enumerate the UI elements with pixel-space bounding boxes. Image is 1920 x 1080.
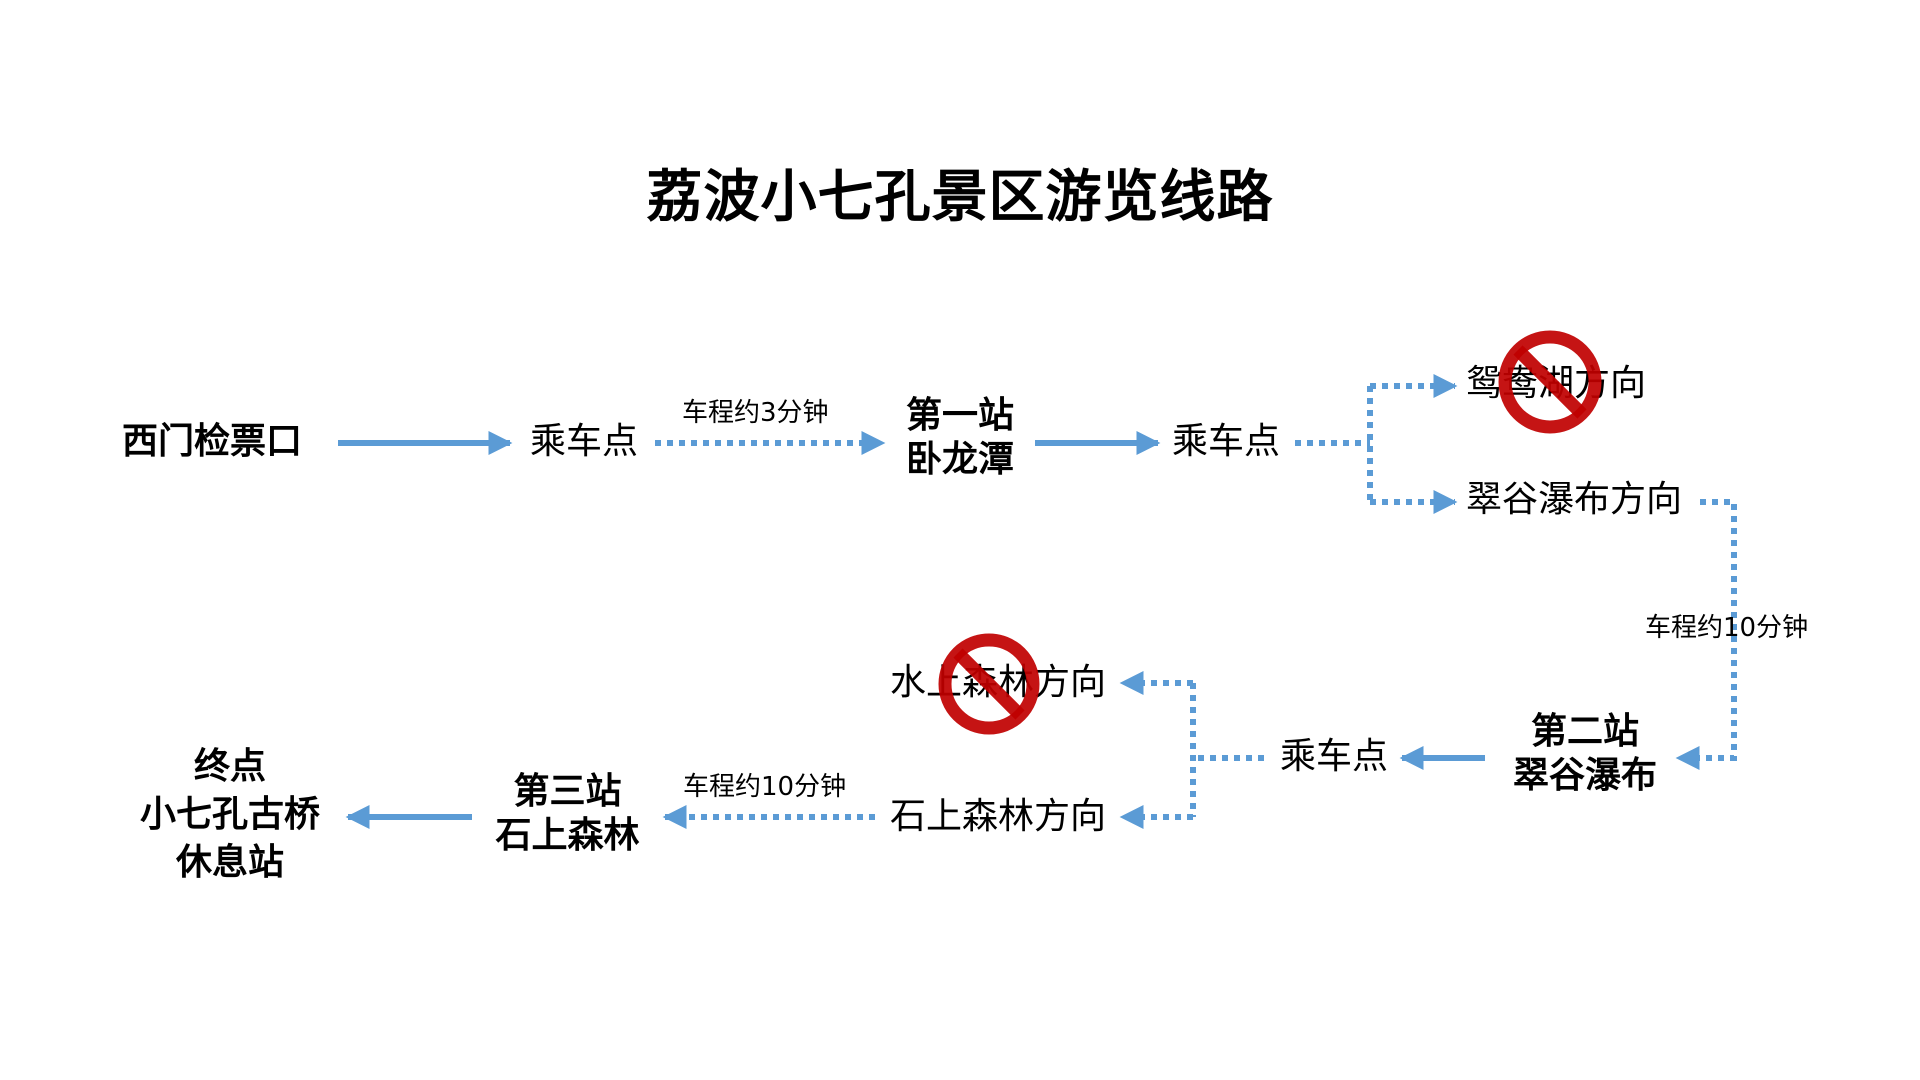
station-2-name: 翠谷瀑布: [1512, 755, 1657, 796]
node-pickup-1: 乘车点: [530, 421, 639, 462]
terminal-name: 小七孔古桥: [139, 794, 320, 835]
node-stone-forest-direction: 石上森林方向: [890, 796, 1107, 837]
node-pickup-3: 乘车点: [1280, 736, 1389, 777]
station-3-name: 石上森林: [495, 815, 640, 856]
node-west-gate: 西门检票口: [122, 421, 303, 462]
duration-to-station-2: 车程约10分钟: [1645, 613, 1809, 643]
duration-to-station-3: 车程约10分钟: [683, 772, 847, 802]
duration-to-station-1: 车程约3分钟: [682, 398, 829, 428]
node-cuigu-direction: 翠谷瀑布方向: [1466, 479, 1683, 520]
node-station-1: 第一站 卧龙潭: [895, 394, 1025, 482]
prohibited-icon: [1498, 330, 1602, 434]
node-station-3: 第三站 石上森林: [485, 770, 650, 858]
terminal-rest-station: 休息站: [175, 842, 284, 883]
node-station-2: 第二站 翠谷瀑布: [1500, 710, 1670, 798]
station-2-label: 第二站: [1530, 711, 1639, 752]
node-pickup-2: 乘车点: [1172, 421, 1281, 462]
terminal-label: 终点: [193, 746, 266, 787]
page-title: 荔波小七孔景区游览线路: [646, 165, 1274, 230]
prohibited-icon: [938, 633, 1040, 735]
station-1-label: 第一站: [905, 395, 1014, 436]
station-1-name: 卧龙潭: [905, 439, 1014, 480]
dotted-arrow-cuigu-to-station2: [1675, 499, 1737, 770]
station-3-label: 第三站: [513, 771, 622, 812]
node-terminal: 终点 小七孔古桥 休息站: [125, 743, 335, 887]
